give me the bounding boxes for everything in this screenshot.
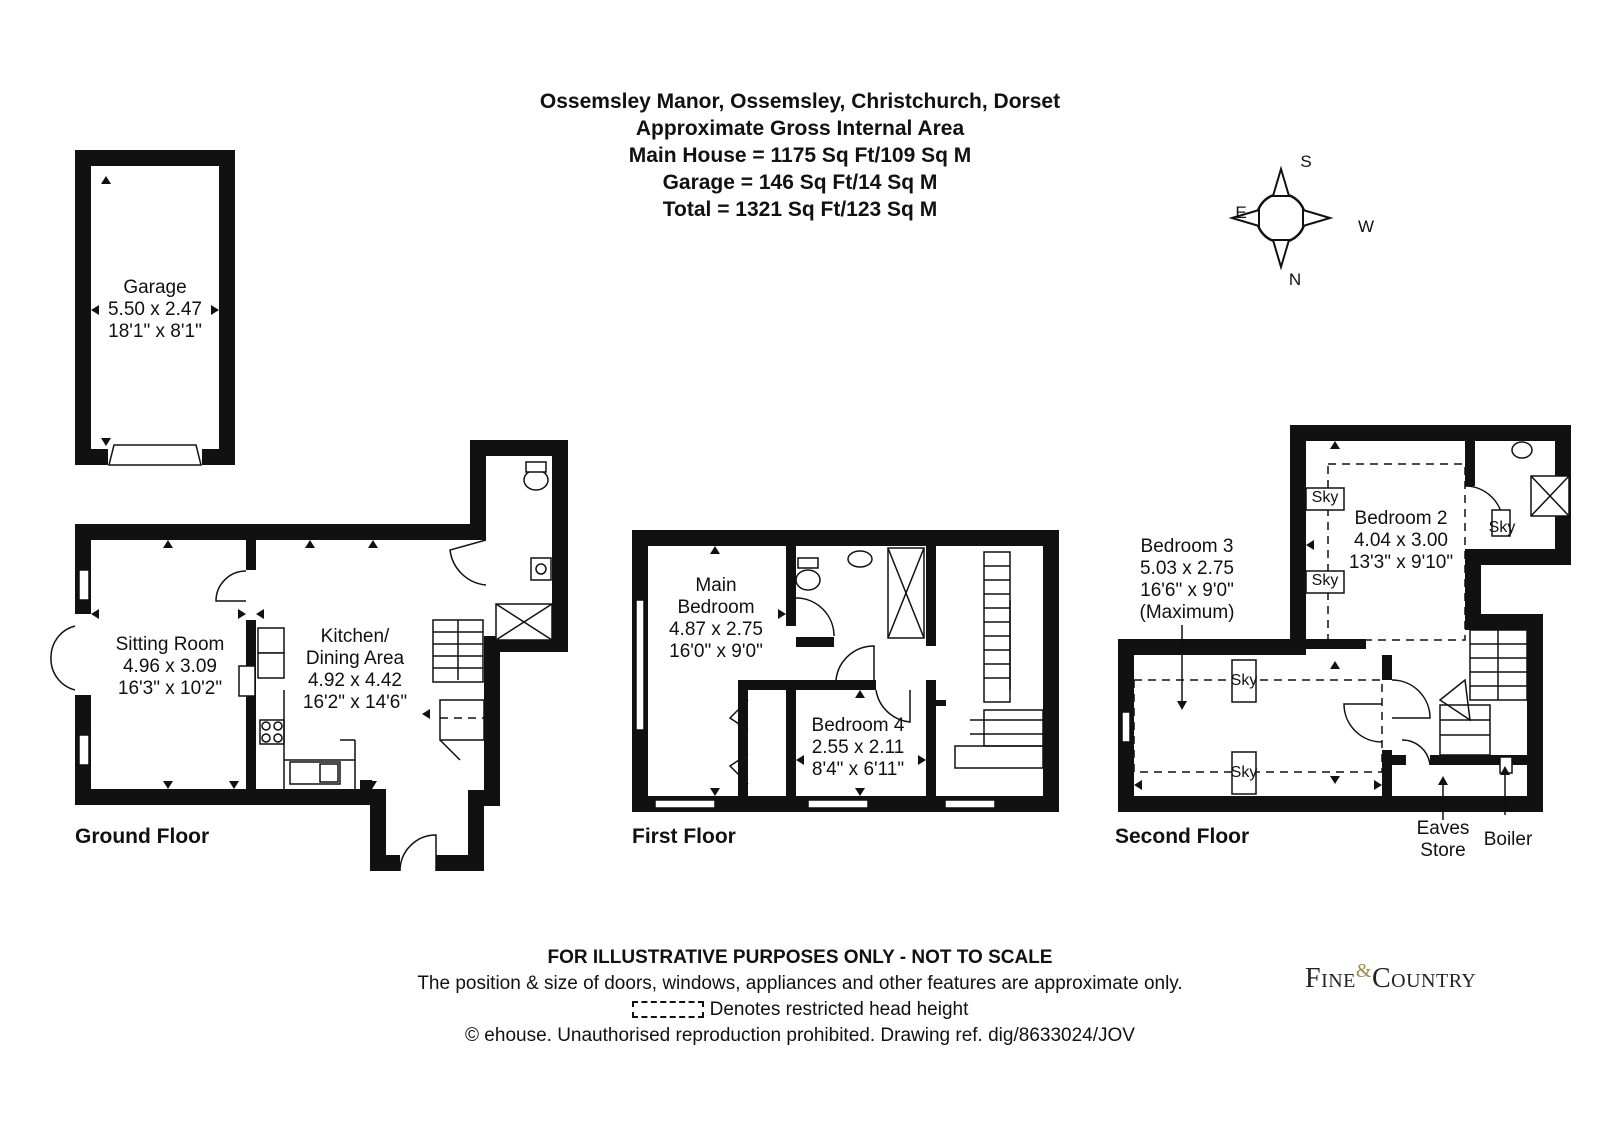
- compass-icon: S N E W: [1228, 152, 1374, 289]
- bedroom-2-metric: 4.04 x 3.00: [1354, 530, 1448, 551]
- logo-right: Country: [1371, 963, 1477, 994]
- logo-left: Fine: [1305, 963, 1356, 994]
- kitchen-imperial: 16'2" x 14'6": [303, 692, 407, 713]
- disclaimer: FOR ILLUSTRATIVE PURPOSES ONLY - NOT TO …: [547, 947, 1053, 968]
- boiler-label: Boiler: [1484, 829, 1533, 850]
- bedroom-4-metric: 2.55 x 2.11: [812, 737, 905, 758]
- kitchen-label-1: Kitchen/: [321, 626, 390, 647]
- main-bedroom-label-1: Main: [695, 575, 736, 596]
- total-area: Total = 1321 Sq Ft/123 Sq M: [662, 198, 938, 221]
- main-bedroom-imperial: 16'0" x 9'0": [669, 641, 763, 662]
- kitchen-label-2: Dining Area: [306, 648, 405, 669]
- skylight-label-5: Sky: [1489, 519, 1516, 536]
- compass-n: N: [1289, 270, 1301, 289]
- garage-label: Garage: [123, 277, 186, 298]
- skylight-label-4: Sky: [1231, 764, 1258, 781]
- main-bedroom-label-2: Bedroom: [677, 597, 754, 618]
- bedroom-4-imperial: 8'4" x 6'11": [812, 759, 904, 780]
- bedroom-2-label: Bedroom 2: [1355, 508, 1448, 529]
- bedroom-3-note: (Maximum): [1140, 602, 1235, 623]
- copyright: © ehouse. Unauthorised reproduction proh…: [465, 1025, 1135, 1046]
- main-bedroom-metric: 4.87 x 2.75: [669, 619, 763, 640]
- kitchen-metric: 4.92 x 4.42: [308, 670, 402, 691]
- area-heading: Approximate Gross Internal Area: [635, 117, 965, 140]
- eaves-store-label-1: Eaves: [1417, 818, 1470, 839]
- restricted-legend-text: Denotes restricted head height: [709, 999, 969, 1020]
- second-floor-label: Second Floor: [1115, 825, 1249, 848]
- main-house-area: Main House = 1175 Sq Ft/109 Sq M: [628, 144, 972, 167]
- restricted-height-swatch: [631, 1001, 704, 1019]
- compass-s: S: [1300, 152, 1311, 171]
- bedroom-3-metric: 5.03 x 2.75: [1140, 558, 1234, 579]
- logo-amp: &: [1355, 960, 1372, 982]
- eaves-store-label-2: Store: [1420, 840, 1465, 861]
- bedroom-3-imperial: 16'6" x 9'0": [1140, 580, 1234, 601]
- skylight-label-2: Sky: [1312, 572, 1339, 589]
- position-note: The position & size of doors, windows, a…: [417, 973, 1183, 994]
- sitting-room-metric: 4.96 x 3.09: [123, 656, 217, 677]
- plan-title: Ossemsley Manor, Ossemsley, Christchurch…: [539, 90, 1061, 113]
- skylight-label-3: Sky: [1231, 672, 1258, 689]
- garage-metric: 5.50 x 2.47: [108, 299, 202, 320]
- compass-w: W: [1358, 217, 1374, 236]
- garage-imperial: 18'1" x 8'1": [108, 321, 202, 342]
- ground-floor-label: Ground Floor: [75, 825, 209, 848]
- ground-floor-plan: [50, 440, 568, 872]
- restricted-legend: Denotes restricted head height: [300, 997, 1300, 1023]
- skylight-label-1: Sky: [1312, 489, 1339, 506]
- compass-e: E: [1235, 203, 1246, 222]
- sitting-room-label: Sitting Room: [116, 634, 225, 655]
- second-floor-plan: [1118, 425, 1571, 820]
- bedroom-2-imperial: 13'3" x 9'10": [1349, 552, 1453, 573]
- first-floor-plan: [632, 530, 1059, 812]
- garage-plan: [75, 150, 235, 466]
- fine-and-country-logo: Fine&Country: [1305, 960, 1520, 1013]
- first-floor-label: First Floor: [632, 825, 736, 848]
- sitting-room-imperial: 16'3" x 10'2": [118, 678, 222, 699]
- bedroom-3-label: Bedroom 3: [1141, 536, 1234, 557]
- garage-area: Garage = 146 Sq Ft/14 Sq M: [662, 171, 938, 194]
- bedroom-4-label: Bedroom 4: [812, 715, 905, 736]
